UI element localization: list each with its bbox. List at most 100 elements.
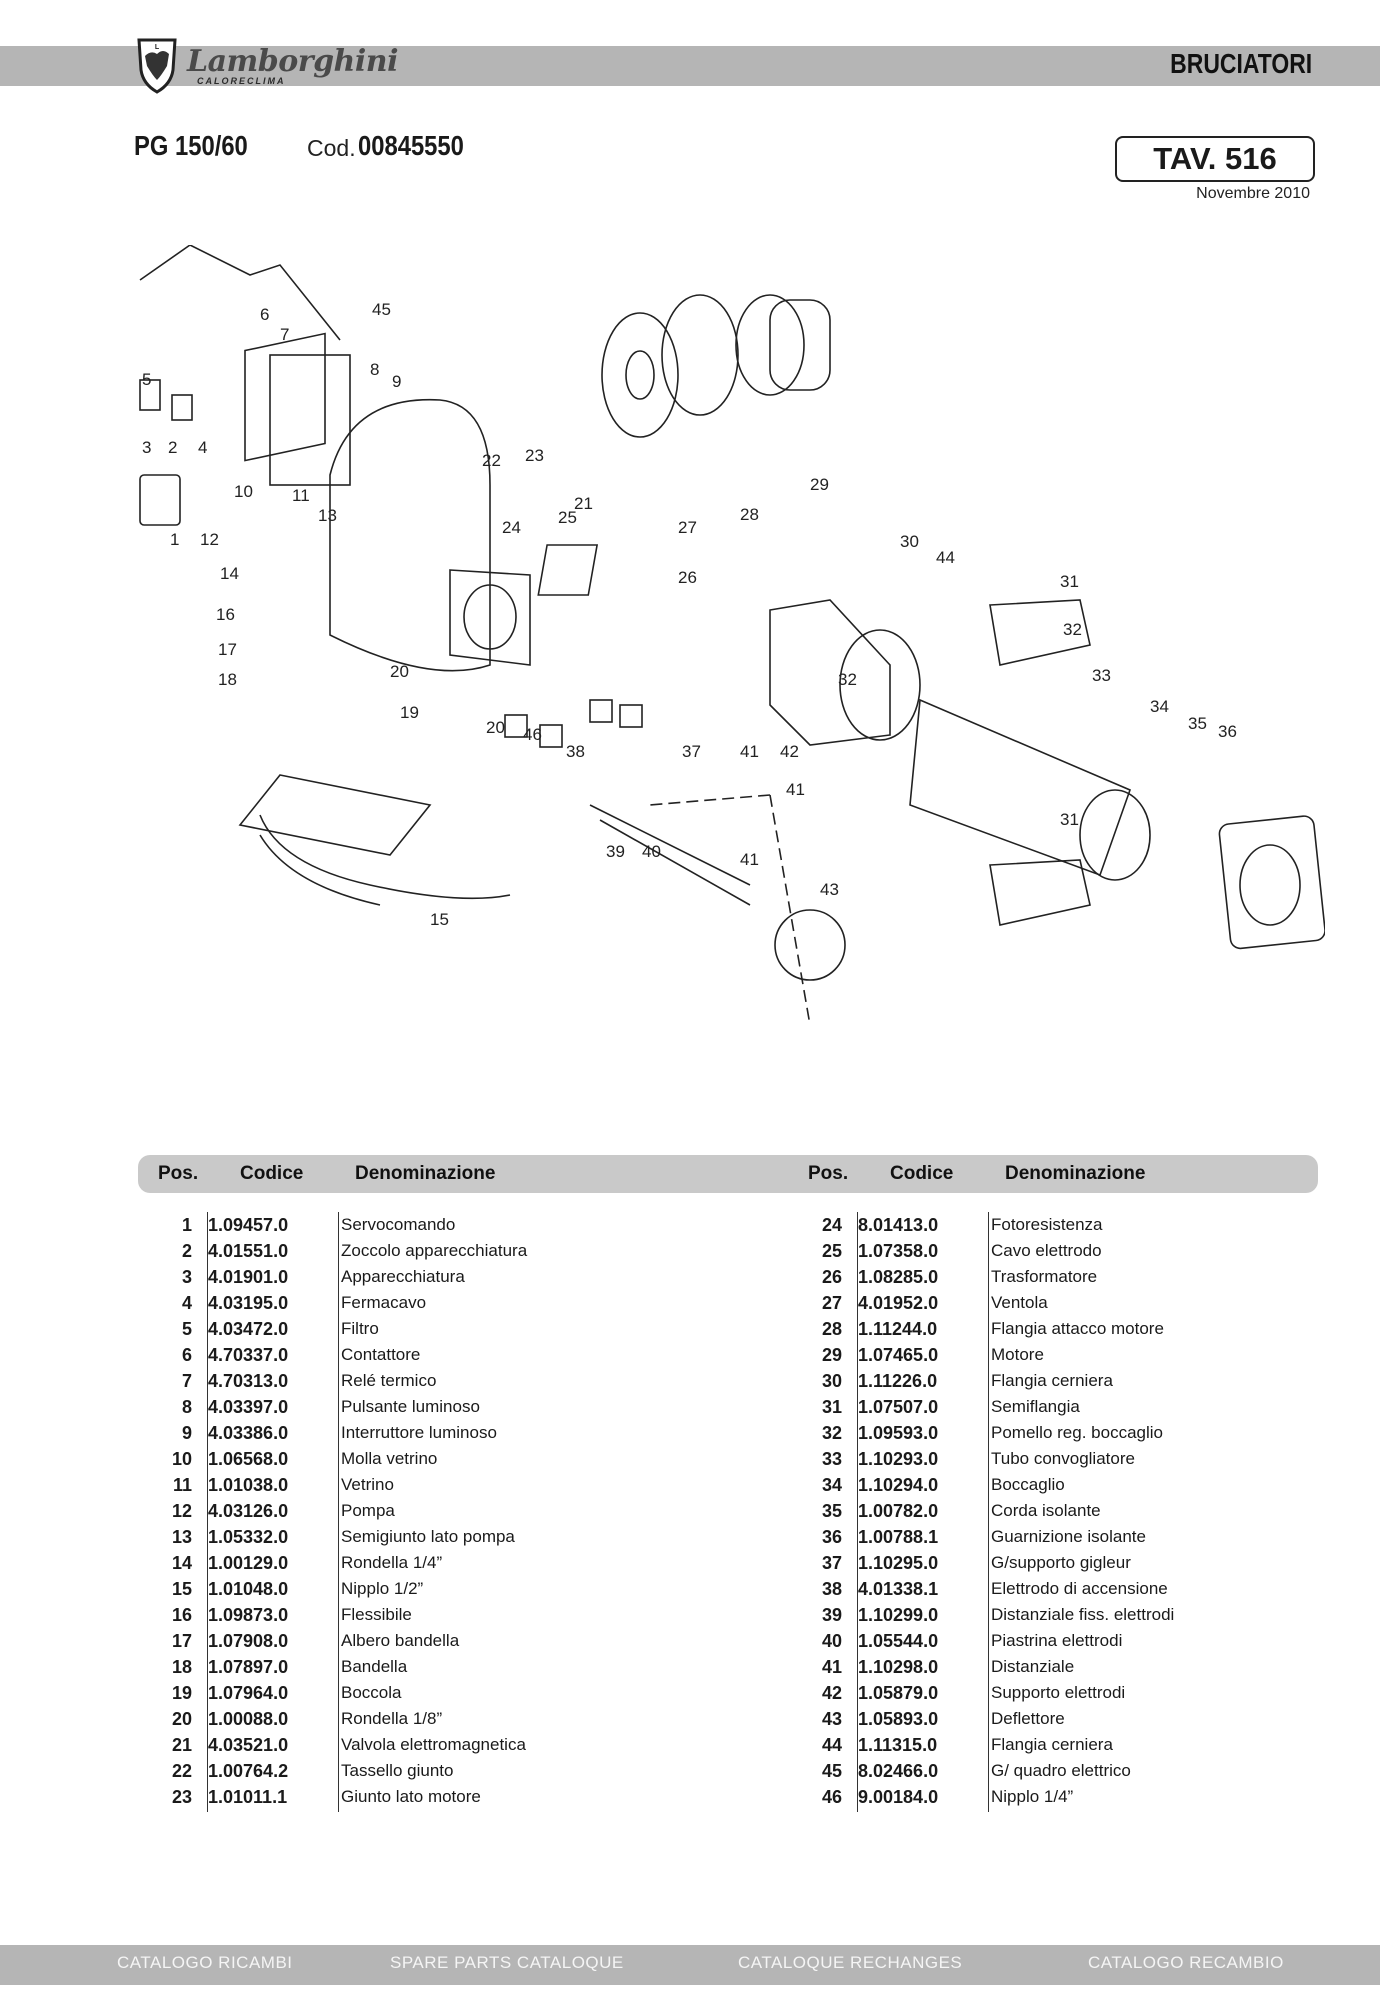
part-name: Albero bandella — [341, 1631, 460, 1650]
part-code: 1.00764.2 — [208, 1761, 289, 1781]
part-position: 17 — [171, 1631, 192, 1651]
brand-name: Lamborghini — [187, 44, 398, 79]
part-code: 8.01413.0 — [858, 1215, 939, 1235]
part-name: Pomello reg. boccaglio — [991, 1423, 1163, 1442]
part-name: Semigiunto lato pompa — [341, 1527, 515, 1546]
header-code-left: Codice — [240, 1163, 304, 1184]
part-position: 12 — [171, 1501, 192, 1521]
callout-number: 8 — [370, 360, 379, 379]
callout-number: 24 — [502, 518, 521, 537]
footer-label-it: CATALOGO RICAMBI — [117, 1953, 293, 1972]
part-name: Fermacavo — [341, 1293, 427, 1312]
part-position: 7 — [181, 1371, 192, 1391]
column-separator — [207, 1212, 208, 1812]
section-title: BRUCIATORI — [1169, 48, 1312, 79]
column-separator — [857, 1212, 858, 1812]
part-name: Bandella — [341, 1657, 408, 1676]
part-position: 43 — [821, 1709, 842, 1729]
part-name: Relé termico — [341, 1371, 437, 1390]
part-code: 4.03386.0 — [208, 1423, 289, 1443]
part-position: 22 — [171, 1761, 192, 1781]
callout-number: 34 — [1150, 697, 1169, 716]
part-code: 1.09873.0 — [208, 1605, 289, 1625]
callout-number: 41 — [740, 850, 759, 869]
column-separator — [338, 1212, 339, 1812]
part-name: Supporto elettrodi — [991, 1683, 1126, 1702]
callout-number: 4 — [198, 438, 207, 457]
part-name: Valvola elettromagnetica — [341, 1735, 526, 1754]
part-position: 5 — [181, 1319, 192, 1339]
callout-number: 28 — [740, 505, 759, 524]
part-code: 1.10298.0 — [858, 1657, 939, 1677]
part-code: 1.07964.0 — [208, 1683, 289, 1703]
part-code: 1.07897.0 — [208, 1657, 289, 1677]
diagram-parts — [139, 245, 1325, 1025]
callout-number: 19 — [400, 703, 419, 722]
callout-number: 6 — [260, 305, 269, 324]
part-position: 31 — [821, 1397, 842, 1417]
part-name: Flangia attacco motore — [991, 1319, 1164, 1338]
part-code: 1.11315.0 — [858, 1735, 938, 1755]
part-code: 4.03195.0 — [208, 1293, 289, 1313]
part-position: 45 — [821, 1761, 842, 1781]
part-name: Semiflangia — [991, 1397, 1080, 1416]
part-position: 42 — [821, 1683, 842, 1703]
part-code: 1.07908.0 — [208, 1631, 289, 1651]
callout-number: 1 — [170, 530, 179, 549]
header-name-left: Denominazione — [355, 1163, 496, 1184]
part-name: Servocomando — [341, 1215, 456, 1234]
part-name: Vetrino — [341, 1475, 394, 1494]
part-position: 44 — [821, 1735, 842, 1755]
callout-number: 12 — [200, 530, 219, 549]
part-code: 1.06568.0 — [208, 1449, 289, 1469]
part-position: 25 — [821, 1241, 842, 1261]
part-code: 1.01011.1 — [208, 1787, 288, 1807]
part-position: 40 — [821, 1631, 842, 1651]
part-code: 1.11226.0 — [858, 1371, 938, 1391]
part-code: 4.70337.0 — [208, 1345, 289, 1365]
part-code: 1.10299.0 — [858, 1605, 939, 1625]
part-name: Flangia cerniera — [991, 1371, 1113, 1390]
part-name: Cavo elettrodo — [991, 1241, 1102, 1260]
part-position: 14 — [171, 1553, 192, 1573]
part-code: 4.01551.0 — [208, 1241, 289, 1261]
callout-number: 31 — [1060, 810, 1079, 829]
part-position: 8 — [181, 1397, 192, 1417]
callout-number: 44 — [936, 548, 955, 567]
callout-number: 31 — [1060, 572, 1079, 591]
part-name: Corda isolante — [991, 1501, 1101, 1520]
callout-number: 13 — [318, 506, 337, 525]
part-position: 34 — [821, 1475, 842, 1495]
part-name: Rondella 1/4” — [341, 1553, 443, 1572]
header-band — [0, 46, 1380, 86]
part-position: 13 — [171, 1527, 192, 1547]
part-position: 9 — [181, 1423, 192, 1443]
part-position: 21 — [171, 1735, 192, 1755]
svg-text:L: L — [155, 44, 160, 51]
part-code: 1.00782.0 — [858, 1501, 939, 1521]
part-name: Flangia cerniera — [991, 1735, 1113, 1754]
part-name: Piastrina elettrodi — [991, 1631, 1123, 1650]
callout-number: 17 — [218, 640, 237, 659]
part-name: Contattore — [341, 1345, 421, 1364]
callout-number: 45 — [372, 300, 391, 319]
